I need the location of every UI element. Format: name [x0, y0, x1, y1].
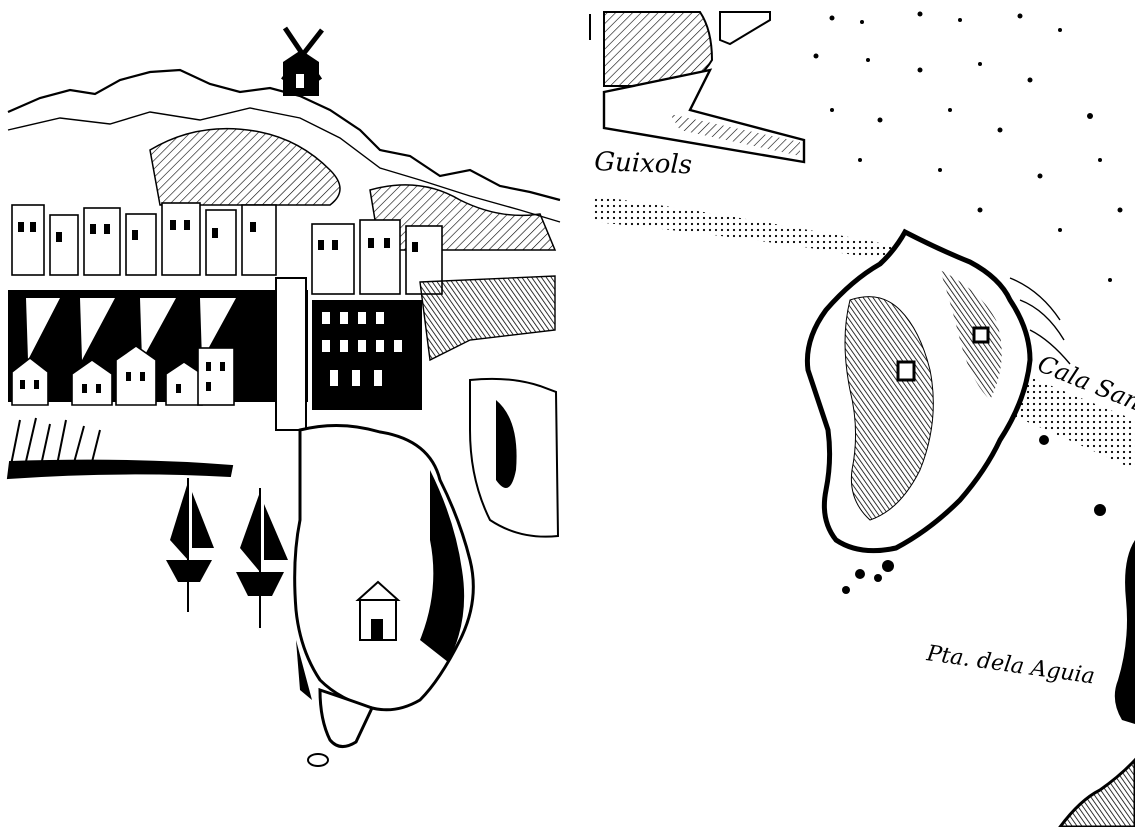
ship-right	[236, 488, 288, 628]
town-engraving-panel	[6, 26, 561, 767]
house-windows-upper	[18, 220, 418, 252]
shoreline-reeds	[6, 417, 234, 480]
headland-structure-1	[972, 326, 990, 344]
right-edge-coast	[1114, 540, 1135, 724]
ship-left	[166, 478, 214, 612]
houses-lower-row	[11, 345, 235, 406]
dotted-shore-band	[594, 196, 910, 262]
bottom-right-coast	[1058, 757, 1135, 827]
label-guixols: Guixols	[594, 147, 693, 180]
hillside-shadow	[496, 400, 517, 488]
small-rock	[307, 753, 329, 767]
terrain-marks	[813, 11, 1123, 282]
promontory-shading	[420, 470, 465, 662]
house-windows-lower	[20, 362, 225, 393]
ridge-lines	[1009, 277, 1071, 365]
houses-upper-row	[11, 202, 443, 295]
label-pta-dela-aguia: Pta. dela Aguia	[924, 641, 1096, 689]
mountain-ridge-2	[7, 107, 561, 223]
hill-shading	[149, 127, 341, 206]
coastal-chart-panel: Guixols Cala Sans Pta. dela Aguia	[589, 11, 1135, 827]
headland-structure-2	[896, 360, 916, 382]
building-cluster-right	[312, 275, 556, 410]
tower	[275, 277, 307, 431]
offshore-rocks	[842, 435, 1106, 594]
headland-shading-east	[940, 270, 1002, 400]
promontory-rock	[296, 640, 312, 700]
town-shadow-band	[8, 290, 308, 402]
promontory-tip	[318, 687, 375, 748]
harbor-plan	[589, 11, 806, 164]
chapel	[355, 580, 401, 641]
headland-shading	[844, 296, 934, 521]
windmill	[281, 26, 324, 96]
